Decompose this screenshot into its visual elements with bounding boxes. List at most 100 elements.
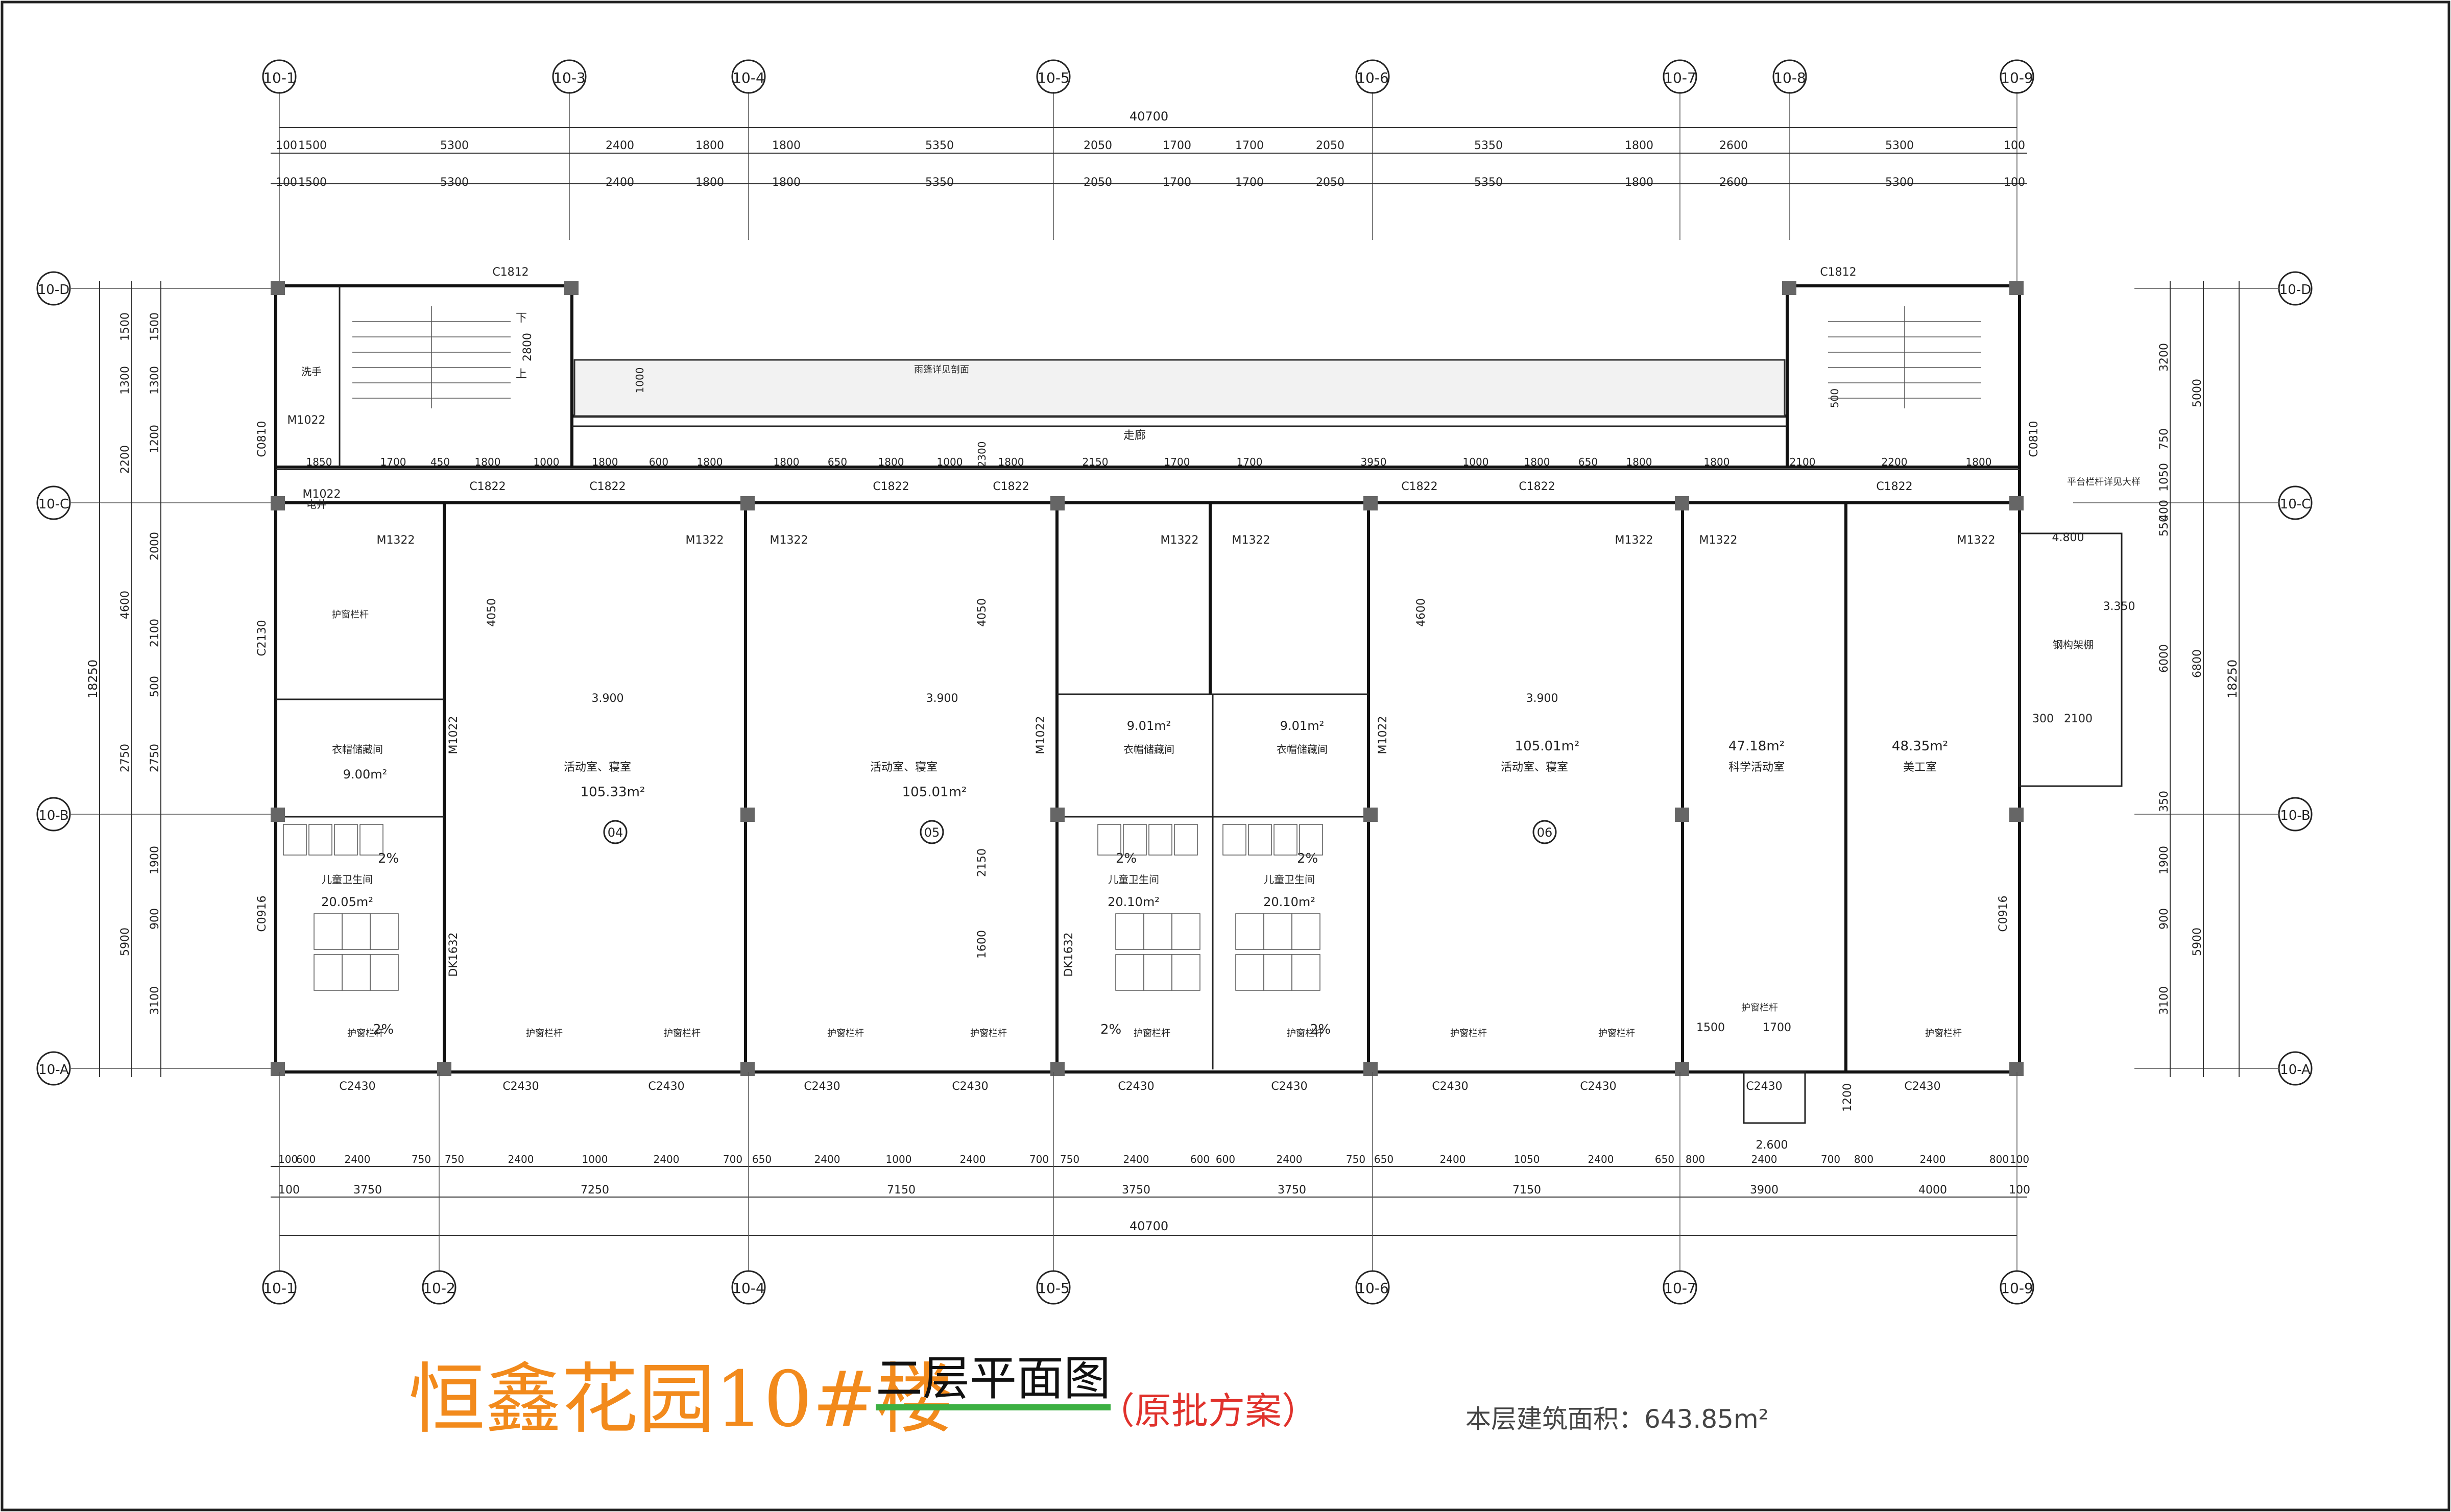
svg-text:05: 05 bbox=[924, 825, 940, 840]
svg-text:900: 900 bbox=[149, 908, 161, 930]
svg-text:750: 750 bbox=[2158, 428, 2171, 450]
svg-text:DK1632: DK1632 bbox=[447, 932, 460, 977]
right-axis-bubbles: 10-D 10-C 10-B 10-A 3200 750 1050 400 55… bbox=[2073, 271, 2313, 1086]
svg-text:2%: 2% bbox=[1297, 851, 1318, 866]
svg-text:2150: 2150 bbox=[976, 848, 989, 877]
svg-text:900: 900 bbox=[2158, 908, 2171, 930]
svg-text:650: 650 bbox=[1578, 456, 1598, 468]
svg-text:科学活动室: 科学活动室 bbox=[1728, 761, 1785, 774]
svg-text:M1322: M1322 bbox=[1232, 534, 1270, 547]
svg-text:1000: 1000 bbox=[534, 456, 560, 468]
svg-text:2%: 2% bbox=[378, 851, 399, 866]
svg-text:护窗栏杆: 护窗栏杆 bbox=[1134, 1028, 1170, 1039]
svg-text:5000: 5000 bbox=[2191, 379, 2204, 407]
svg-text:上: 上 bbox=[516, 368, 527, 381]
svg-text:1800: 1800 bbox=[697, 456, 723, 468]
svg-text:100: 100 bbox=[276, 139, 297, 152]
svg-text:2.600: 2.600 bbox=[1756, 1139, 1788, 1152]
svg-text:M1022: M1022 bbox=[303, 488, 341, 501]
svg-text:雨篷详见剖面: 雨篷详见剖面 bbox=[914, 364, 969, 375]
svg-text:5900: 5900 bbox=[2191, 928, 2204, 956]
svg-text:C2430: C2430 bbox=[502, 1080, 539, 1093]
svg-text:护窗栏杆: 护窗栏杆 bbox=[1925, 1028, 1962, 1039]
shed-label: 钢构架棚 bbox=[2053, 639, 2094, 651]
svg-text:48.35m²: 48.35m² bbox=[1892, 739, 1948, 754]
svg-text:3.900: 3.900 bbox=[592, 692, 624, 705]
toilet-2: 儿童卫生间 20.10m² bbox=[1108, 873, 1160, 909]
floor-area: 本层建筑面积：643.85m² bbox=[1465, 1399, 1769, 1435]
svg-text:1700: 1700 bbox=[1163, 176, 1191, 189]
axis-top-7: 10-8 bbox=[1772, 59, 1807, 240]
axis-left-d: 10-D bbox=[38, 282, 70, 298]
svg-text:1500: 1500 bbox=[298, 176, 327, 189]
svg-text:C1822: C1822 bbox=[873, 480, 909, 493]
svg-text:3200: 3200 bbox=[2158, 343, 2171, 372]
svg-text:4.800: 4.800 bbox=[2052, 531, 2084, 544]
toilet-fixtures bbox=[283, 824, 1323, 991]
svg-text:400: 400 bbox=[2158, 500, 2171, 521]
svg-text:C0916: C0916 bbox=[256, 895, 269, 932]
svg-text:活动室、寝室: 活动室、寝室 bbox=[1501, 761, 1568, 774]
axis-right-b: 10-B bbox=[2280, 808, 2310, 823]
svg-text:1050: 1050 bbox=[2158, 463, 2171, 492]
svg-text:800: 800 bbox=[1686, 1153, 1705, 1165]
svg-text:2%: 2% bbox=[1116, 851, 1137, 866]
svg-text:7150: 7150 bbox=[1512, 1184, 1541, 1197]
svg-text:4050: 4050 bbox=[976, 598, 989, 627]
svg-text:1800: 1800 bbox=[772, 139, 801, 152]
svg-text:衣帽储藏间: 衣帽储藏间 bbox=[332, 743, 383, 755]
svg-text:C2430: C2430 bbox=[648, 1080, 684, 1093]
svg-text:7250: 7250 bbox=[581, 1184, 609, 1197]
svg-text:1700: 1700 bbox=[1235, 176, 1264, 189]
svg-text:04: 04 bbox=[608, 825, 623, 840]
svg-text:6800: 6800 bbox=[2191, 649, 2204, 678]
storage-1: 衣帽储藏间 9.00m² bbox=[332, 743, 387, 782]
svg-text:20.10m²: 20.10m² bbox=[1108, 895, 1160, 909]
room-science: 47.18m² 科学活动室 bbox=[1728, 739, 1785, 774]
svg-text:1500: 1500 bbox=[119, 312, 132, 341]
svg-text:300: 300 bbox=[2032, 713, 2054, 725]
axis-top-5: 10-6 bbox=[1355, 59, 1390, 240]
svg-text:C1812: C1812 bbox=[492, 266, 528, 279]
svg-text:100: 100 bbox=[276, 176, 297, 189]
svg-text:2200: 2200 bbox=[119, 445, 132, 474]
svg-text:M1022: M1022 bbox=[1035, 716, 1047, 754]
svg-text:2050: 2050 bbox=[1316, 176, 1344, 189]
bottom-total-dim: 40700 bbox=[1130, 1219, 1168, 1233]
svg-text:M1322: M1322 bbox=[1161, 534, 1199, 547]
svg-text:9.00m²: 9.00m² bbox=[343, 767, 387, 782]
svg-text:衣帽储藏间: 衣帽储藏间 bbox=[1277, 743, 1328, 755]
room-06: 活动室、寝室 105.01m² 3.900 06 bbox=[1501, 692, 1579, 844]
svg-text:100: 100 bbox=[2009, 1184, 2030, 1197]
svg-text:1800: 1800 bbox=[1704, 456, 1730, 468]
svg-text:3.900: 3.900 bbox=[926, 692, 958, 705]
axis-top-3-label: 10-4 bbox=[732, 69, 765, 86]
svg-text:M1322: M1322 bbox=[770, 534, 808, 547]
svg-text:650: 650 bbox=[828, 456, 847, 468]
svg-text:1700: 1700 bbox=[1237, 456, 1263, 468]
svg-text:C2430: C2430 bbox=[1580, 1080, 1616, 1093]
axis-left-b: 10-B bbox=[38, 808, 68, 823]
corridor-label: 走廊 bbox=[1123, 429, 1146, 442]
svg-text:护窗栏杆: 护窗栏杆 bbox=[827, 1028, 864, 1039]
svg-text:18250: 18250 bbox=[2225, 660, 2240, 698]
svg-text:3900: 3900 bbox=[1750, 1184, 1779, 1197]
svg-text:18250: 18250 bbox=[86, 660, 100, 698]
svg-text:1800: 1800 bbox=[998, 456, 1024, 468]
svg-text:C2430: C2430 bbox=[804, 1080, 840, 1093]
svg-text:M1322: M1322 bbox=[377, 534, 415, 547]
svg-text:C2430: C2430 bbox=[1271, 1080, 1307, 1093]
svg-text:06: 06 bbox=[1537, 825, 1553, 840]
axis-top-3: 10-4 bbox=[731, 59, 766, 240]
svg-text:C1822: C1822 bbox=[469, 480, 506, 493]
svg-text:护窗栏杆: 护窗栏杆 bbox=[1598, 1028, 1635, 1039]
top-axis-bubbles: 10-1 10-3 10-4 10-5 10-6 10-7 10-8 10-9 bbox=[262, 59, 2034, 286]
axis-top-1: 10-1 bbox=[262, 59, 297, 286]
svg-text:M1022: M1022 bbox=[1377, 716, 1389, 754]
svg-text:护窗栏杆: 护窗栏杆 bbox=[332, 609, 369, 620]
svg-text:C1822: C1822 bbox=[1876, 480, 1912, 493]
svg-text:750: 750 bbox=[412, 1153, 431, 1165]
svg-text:1500: 1500 bbox=[149, 312, 161, 341]
svg-text:4600: 4600 bbox=[1415, 598, 1428, 627]
svg-text:5300: 5300 bbox=[1885, 139, 1914, 152]
